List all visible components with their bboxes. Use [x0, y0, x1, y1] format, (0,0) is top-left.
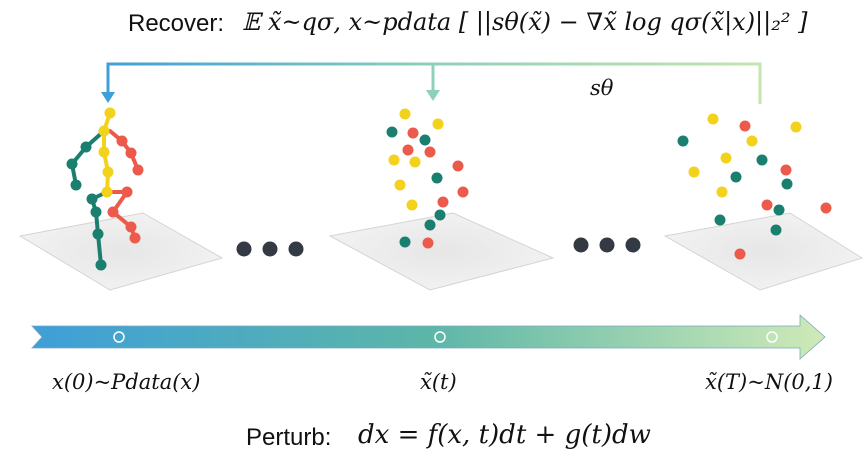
noise-point: [781, 178, 793, 190]
floor-plane-data: [18, 212, 224, 291]
joint-point: [107, 206, 119, 218]
recover-arrow: [101, 62, 762, 104]
ellipsis-dots-2: [573, 237, 641, 253]
joint-point: [95, 259, 107, 271]
data-point: [386, 126, 398, 138]
noise-point: [780, 164, 792, 176]
joint-point: [66, 158, 78, 170]
noise-point: [707, 113, 719, 125]
noise-point: [746, 135, 758, 147]
noise-points: [677, 113, 832, 260]
noise-point: [773, 204, 785, 216]
joint-point: [92, 228, 104, 240]
joint-point: [86, 193, 98, 205]
joint-point: [98, 125, 110, 137]
joint-point: [116, 135, 128, 147]
noise-point: [761, 199, 773, 211]
noise-point: [820, 202, 832, 214]
data-point: [388, 154, 400, 166]
perturb-arrow: [31, 314, 826, 360]
data-point: [424, 219, 436, 231]
data-point: [394, 179, 406, 191]
floor-plane-intermediate: [328, 212, 555, 291]
data-point: [452, 160, 464, 172]
pose-skeleton: [66, 107, 144, 271]
noise-point: [790, 121, 802, 133]
data-point: [419, 134, 431, 146]
floor-plane-noise: [663, 212, 864, 291]
perturb-formula: dx = f(x, t)dt + g(t)dw: [358, 420, 651, 450]
noise-point: [739, 120, 751, 132]
joint-point: [90, 206, 102, 218]
timeline-label-mid: x̃(t): [420, 370, 457, 394]
data-point: [406, 199, 418, 211]
data-point: [437, 196, 449, 208]
joint-point: [101, 186, 113, 198]
noise-point: [734, 248, 746, 260]
data-point: [409, 156, 421, 168]
data-point: [434, 209, 446, 221]
joint-point: [132, 164, 144, 176]
noise-point: [716, 186, 728, 198]
joint-point: [125, 221, 137, 233]
score-network-label: sθ: [590, 76, 614, 100]
noise-point: [688, 166, 700, 178]
noise-point: [714, 214, 726, 226]
data-point: [431, 172, 443, 184]
data-point: [399, 108, 411, 120]
noise-point: [756, 154, 768, 166]
intermediate-points: [386, 108, 469, 249]
noise-point: [730, 171, 742, 183]
timeline-label-end: x̃(T)~N(0,1): [705, 370, 833, 394]
data-point: [402, 144, 414, 156]
joint-point: [104, 107, 116, 119]
joint-point: [102, 166, 114, 178]
data-point: [424, 146, 436, 158]
noise-point: [677, 135, 689, 147]
joint-point: [125, 147, 137, 159]
data-point: [407, 127, 419, 139]
recover-formula: 𝔼 x̃~qσ, x~pdata [ ||sθ(x̃) − ∇x̃ log qσ…: [242, 8, 808, 36]
data-point: [422, 237, 434, 249]
perturb-prefix: Perturb:: [246, 424, 332, 451]
recover-prefix: Recover:: [128, 10, 225, 37]
data-point: [399, 236, 411, 248]
ellipsis-dots-1: [236, 241, 304, 257]
noise-point: [770, 224, 782, 236]
data-point: [432, 118, 444, 130]
joint-point: [70, 179, 82, 191]
timeline-label-start: x(0)~Pdata(x): [52, 370, 201, 394]
noise-point: [720, 152, 732, 164]
joint-point: [80, 141, 92, 153]
data-point: [457, 186, 469, 198]
joint-point: [129, 232, 141, 244]
joint-point: [121, 186, 133, 198]
joint-point: [98, 146, 110, 158]
